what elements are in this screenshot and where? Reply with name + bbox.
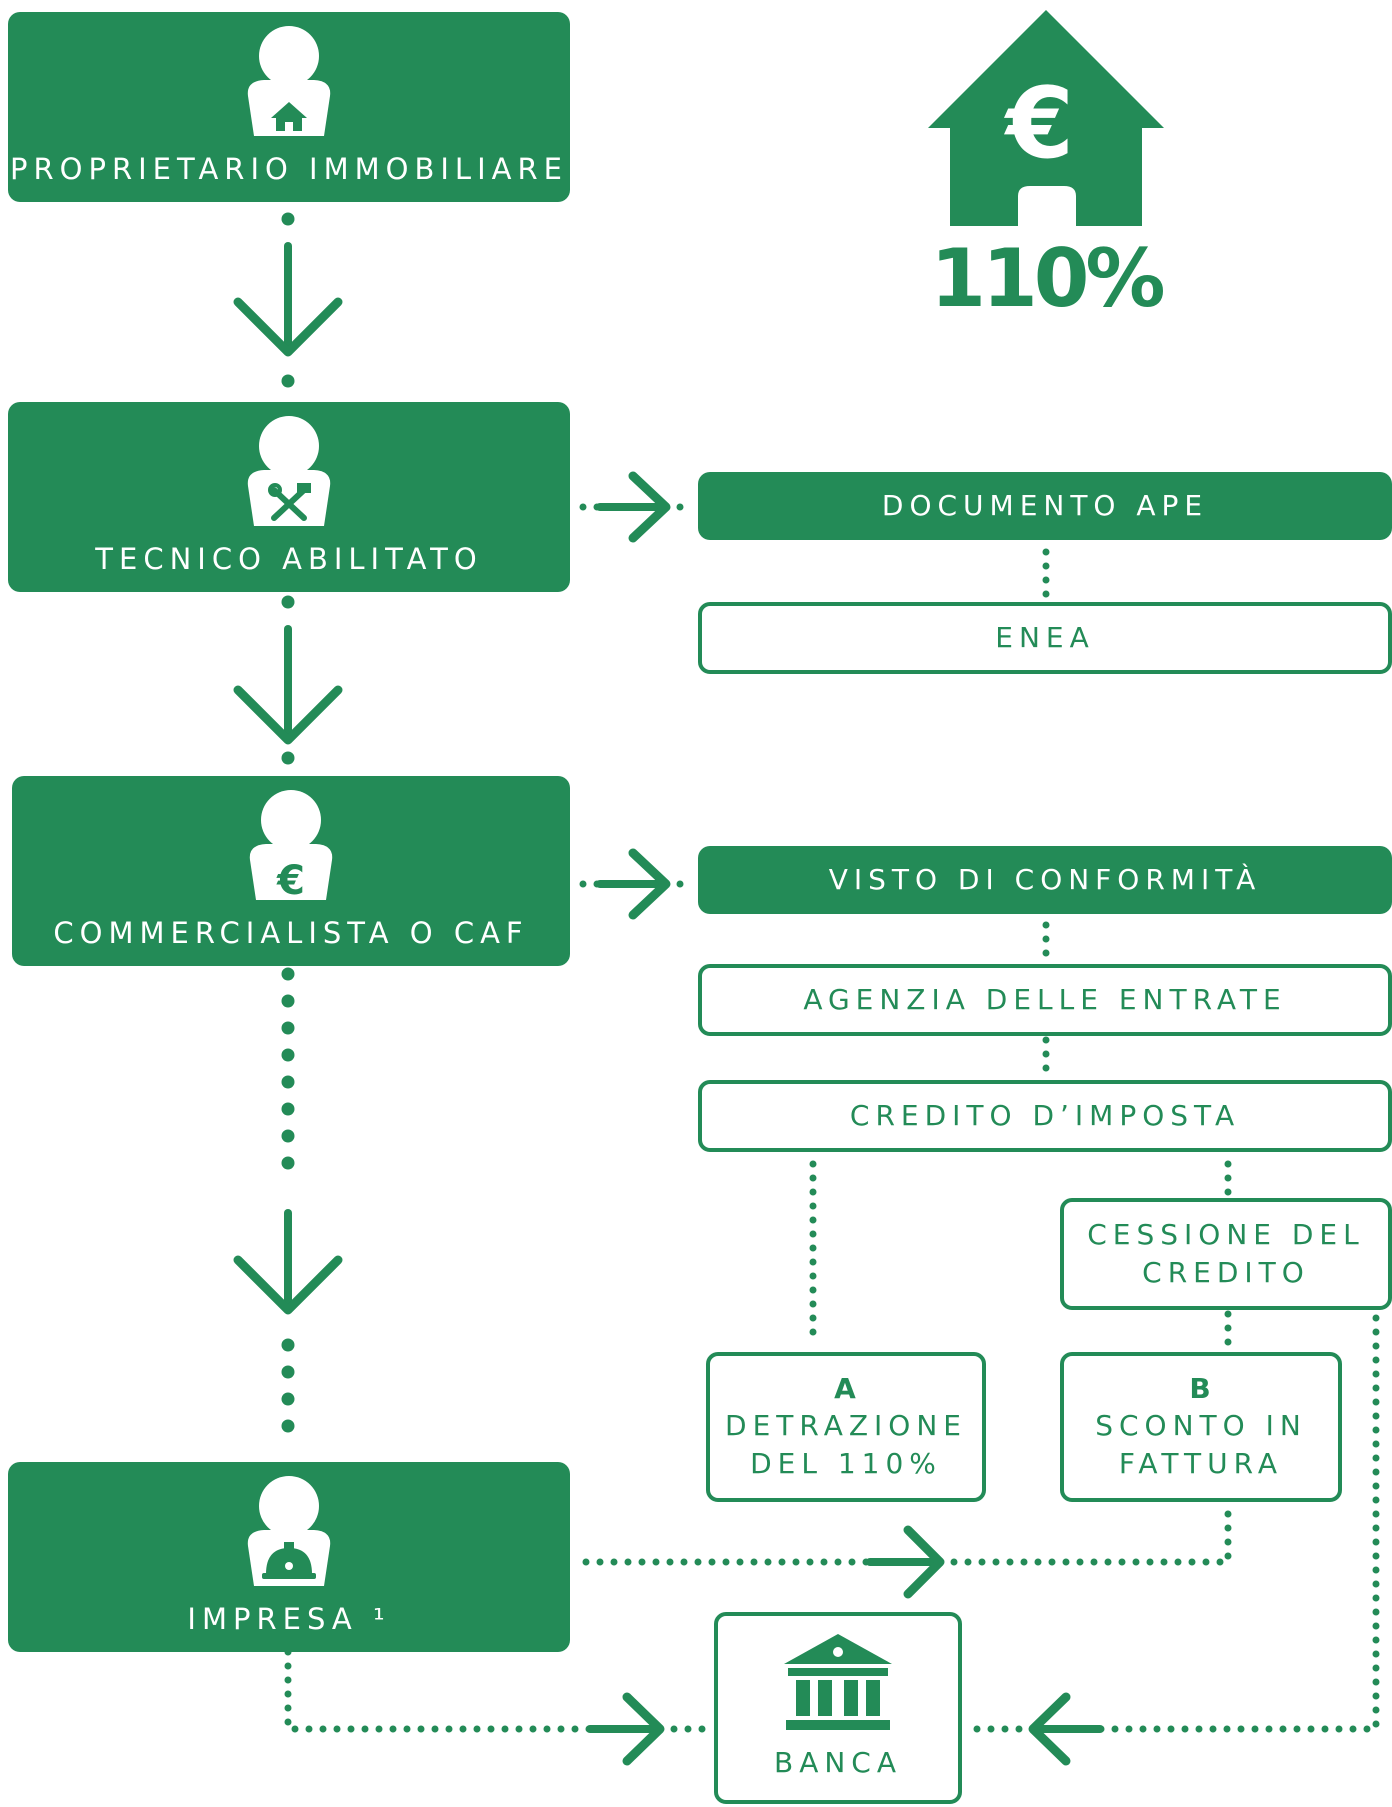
step-visto: VISTO DI CONFORMITÀ [698, 846, 1392, 914]
role-owner-label: PROPRIETARIO IMMOBILIARE [10, 152, 568, 186]
option-a: A DETRAZIONE DEL 110% [706, 1352, 986, 1502]
role-technician: TECNICO ABILITATO [8, 402, 570, 592]
bank: BANCA [714, 1612, 962, 1804]
role-accountant: € COMMERCIALISTA O CAF [12, 776, 570, 966]
tools-icon [268, 483, 311, 521]
option-b: B SCONTO IN FATTURA [1060, 1352, 1342, 1502]
flow-accountant-to-visto [579, 848, 698, 920]
step-credito-label: CREDITO D’IMPOSTA [849, 1099, 1241, 1132]
accountant-person-icon: € [249, 790, 333, 900]
step-cessione: CESSIONE DEL CREDITO [1060, 1198, 1392, 1310]
role-company: IMPRESA ¹ [8, 1462, 570, 1652]
step-ape-label: DOCUMENTO APE [881, 489, 1209, 522]
percent-label: 110% [930, 232, 1163, 325]
role-technician-label: TECNICO ABILITATO [95, 542, 483, 576]
step-credito: CREDITO D’IMPOSTA [698, 1080, 1392, 1152]
flow-owner-to-technician [233, 212, 343, 392]
option-b-line1: SCONTO IN [1095, 1409, 1307, 1442]
technician-person-icon [247, 416, 331, 526]
helmet-icon [262, 1542, 316, 1579]
flow-company-to-sconto [582, 1498, 1232, 1599]
house-euro-icon: € 110% [928, 10, 1167, 325]
bank-icon [784, 1634, 892, 1730]
step-cessione-line2: CREDITO [1142, 1256, 1310, 1289]
flow-accountant-to-company [233, 967, 343, 1439]
step-agenzia: AGENZIA DELLE ENTRATE [698, 964, 1392, 1036]
role-company-label: IMPRESA ¹ [187, 1602, 391, 1636]
option-a-letter: A [834, 1372, 858, 1405]
flow-technician-to-ape [579, 471, 698, 543]
flow-company-to-bank [284, 1648, 716, 1766]
flow-technician-to-accountant [233, 595, 343, 767]
euro-icon: € [276, 858, 305, 900]
house-icon [271, 102, 307, 131]
house-euro-symbol: € [1004, 67, 1074, 181]
option-b-line2: FATTURA [1118, 1447, 1284, 1480]
bank-label: BANCA [773, 1746, 902, 1779]
step-visto-label: VISTO DI CONFORMITÀ [828, 863, 1262, 896]
option-b-letter: B [1189, 1372, 1213, 1405]
option-a-line1: DETRAZIONE [725, 1409, 967, 1442]
role-accountant-label: COMMERCIALISTA O CAF [53, 916, 529, 950]
company-person-icon [247, 1476, 331, 1586]
step-agenzia-label: AGENZIA DELLE ENTRATE [803, 983, 1287, 1016]
step-enea-label: ENEA [995, 621, 1095, 654]
owner-person-icon [247, 26, 331, 136]
step-cessione-line1: CESSIONE DEL [1087, 1218, 1365, 1251]
step-ape: DOCUMENTO APE [698, 472, 1392, 540]
role-owner: PROPRIETARIO IMMOBILIARE [8, 12, 570, 202]
step-enea: ENEA [698, 602, 1392, 674]
option-a-line2: DEL 110% [750, 1447, 942, 1480]
flow-cessione-to-bank [960, 1314, 1380, 1766]
